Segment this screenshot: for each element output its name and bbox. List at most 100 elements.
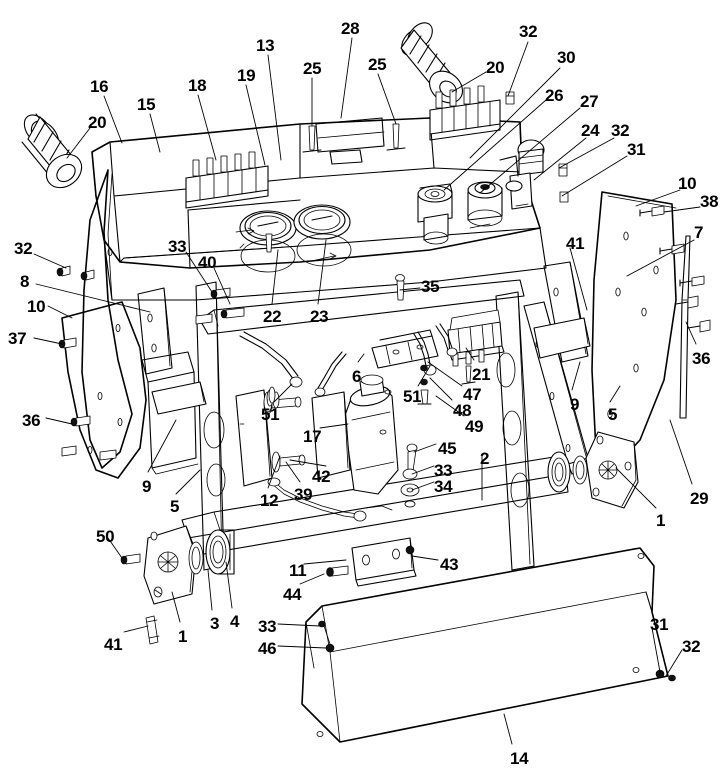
callout-14: 14 bbox=[510, 749, 529, 768]
callout-13: 13 bbox=[256, 36, 275, 55]
callout-9: 9 bbox=[570, 395, 580, 414]
callout-19: 19 bbox=[237, 66, 256, 85]
side-box-right bbox=[311, 391, 351, 479]
callout-10: 10 bbox=[678, 174, 697, 193]
valve-bank-21 bbox=[447, 309, 505, 385]
leader-line-11 bbox=[303, 559, 347, 565]
leader-line-46 bbox=[277, 645, 327, 649]
leader-line-25 bbox=[377, 73, 397, 125]
leader-line-41 bbox=[569, 247, 588, 311]
callout-47: 47 bbox=[463, 385, 482, 404]
leader-line-16 bbox=[103, 95, 123, 144]
leader-line-15 bbox=[149, 113, 161, 153]
callout-50: 50 bbox=[96, 527, 115, 546]
leader-line-31 bbox=[561, 155, 628, 197]
callout-36: 36 bbox=[22, 411, 41, 430]
leader-line-51 bbox=[273, 383, 293, 403]
callout-33: 33 bbox=[258, 617, 277, 636]
callout-25: 25 bbox=[303, 59, 322, 78]
callout-29: 29 bbox=[690, 489, 709, 508]
right-handlebar-grip bbox=[400, 22, 464, 104]
pin-41-left bbox=[145, 615, 160, 645]
leader-line-30 bbox=[469, 67, 561, 159]
right-switch-bank bbox=[429, 85, 501, 141]
callout-31: 31 bbox=[627, 140, 646, 159]
callout-44: 44 bbox=[283, 585, 302, 604]
callout-32: 32 bbox=[682, 637, 701, 656]
leader-line-44 bbox=[299, 573, 325, 585]
right-guard-panel bbox=[591, 191, 677, 471]
leader-line-7 bbox=[626, 239, 695, 277]
leader-line-33 bbox=[277, 623, 321, 627]
callout-32: 32 bbox=[14, 239, 33, 258]
leader-line-35 bbox=[399, 287, 421, 291]
callout-51: 51 bbox=[261, 405, 280, 424]
leader-line-1 bbox=[615, 467, 657, 509]
callout-36: 36 bbox=[692, 349, 711, 368]
gauge-right bbox=[293, 204, 352, 267]
leader-line-22 bbox=[271, 249, 279, 305]
pad-block-9 bbox=[533, 317, 591, 359]
bolts-left-column bbox=[56, 265, 117, 461]
callout-40: 40 bbox=[198, 253, 217, 272]
leader-line-20 bbox=[451, 71, 487, 93]
callout-31: 31 bbox=[650, 615, 669, 634]
leader-line-36 bbox=[685, 321, 697, 345]
fastener-33-40 bbox=[195, 287, 245, 325]
callout-27: 27 bbox=[580, 92, 599, 111]
leader-line-47 bbox=[427, 361, 463, 387]
callout-42: 42 bbox=[312, 467, 331, 486]
leader-line-23 bbox=[317, 239, 327, 305]
leader-line-18 bbox=[197, 94, 217, 161]
gauge-left bbox=[239, 210, 297, 273]
callout-18: 18 bbox=[188, 76, 207, 95]
fastener-35 bbox=[395, 274, 405, 301]
callout-9: 9 bbox=[142, 477, 152, 496]
leader-line-31 bbox=[651, 627, 661, 673]
leader-line-45 bbox=[413, 443, 437, 453]
callout-7: 7 bbox=[694, 223, 704, 242]
callout-43: 43 bbox=[440, 555, 459, 574]
leader-line-9 bbox=[571, 361, 581, 391]
leader-line-14 bbox=[503, 713, 513, 745]
leader-line-39 bbox=[285, 461, 301, 483]
callout-4: 4 bbox=[230, 612, 240, 631]
callout-6: 6 bbox=[352, 367, 362, 386]
bottom-cover-panel-14 bbox=[301, 547, 676, 743]
leader-line-4 bbox=[225, 561, 233, 609]
leader-line-1 bbox=[171, 591, 181, 623]
control-tower-26 bbox=[417, 183, 453, 245]
control-tower-30 bbox=[467, 181, 503, 229]
callout-39: 39 bbox=[294, 485, 313, 504]
callout-15: 15 bbox=[137, 95, 156, 114]
leader-line-40 bbox=[213, 267, 231, 305]
bearing-right bbox=[547, 451, 571, 493]
callout-41: 41 bbox=[566, 234, 585, 253]
callout-28: 28 bbox=[341, 19, 360, 38]
callout-33: 33 bbox=[434, 461, 453, 480]
callout-1: 1 bbox=[656, 511, 666, 530]
callout-51: 51 bbox=[403, 387, 422, 406]
left-handlebar-grip bbox=[21, 113, 83, 189]
callout-37: 37 bbox=[8, 329, 27, 348]
leader-line-29 bbox=[669, 419, 693, 485]
leader-line-28 bbox=[340, 37, 353, 119]
leader-line-32 bbox=[33, 253, 67, 269]
callout-leader-lines bbox=[33, 37, 701, 745]
callout-11: 11 bbox=[289, 561, 307, 580]
lower-bracket-11 bbox=[351, 537, 417, 587]
bolt-44 bbox=[326, 565, 349, 577]
leader-line-10 bbox=[635, 189, 681, 207]
leader-line-12 bbox=[267, 455, 281, 489]
hydraulic-hoses bbox=[239, 323, 458, 522]
callout-49: 49 bbox=[465, 417, 484, 436]
leader-line-26 bbox=[443, 99, 547, 191]
leader-line-32 bbox=[507, 41, 529, 97]
leader-line-37 bbox=[33, 337, 63, 345]
center-decal-plate bbox=[302, 117, 406, 165]
callout-24: 24 bbox=[581, 121, 600, 140]
callout-5: 5 bbox=[170, 497, 180, 516]
callout-48: 48 bbox=[453, 401, 472, 420]
